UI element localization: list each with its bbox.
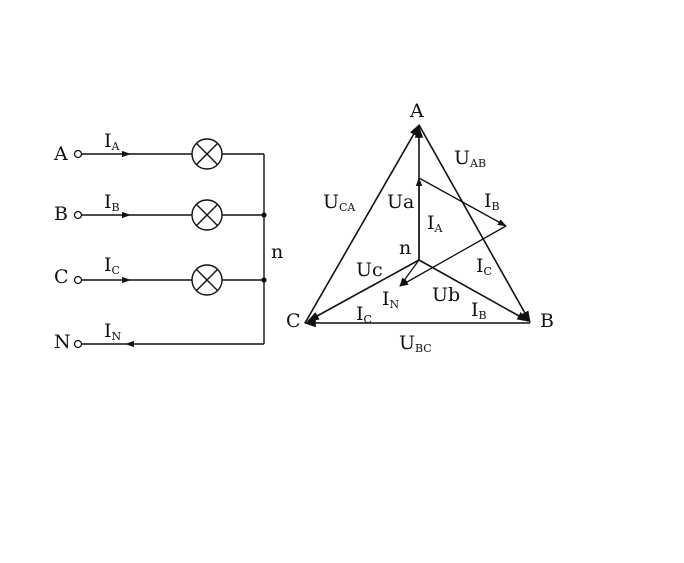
label-uc: Uc bbox=[356, 259, 383, 281]
terminal-label-c: C bbox=[54, 266, 69, 288]
label-ib-bottom: IB bbox=[471, 299, 487, 322]
lamp-c bbox=[191, 264, 223, 296]
label-ib-top: IB bbox=[484, 190, 500, 213]
terminal-label-a: A bbox=[53, 143, 68, 165]
terminal-n bbox=[73, 339, 83, 349]
terminal-label-n: N bbox=[54, 331, 71, 353]
terminal-label-b: B bbox=[54, 203, 68, 225]
circuit-schematic: A IA B IB C IC bbox=[53, 130, 283, 353]
label-uab: UAB bbox=[454, 147, 486, 170]
terminal-a bbox=[73, 149, 83, 159]
phasor-ic-top bbox=[399, 225, 507, 287]
phasor-ub bbox=[418, 259, 530, 322]
current-label-in: IN bbox=[104, 320, 122, 343]
vertex-label-b: B bbox=[540, 310, 554, 332]
lamp-b bbox=[191, 199, 223, 231]
vertex-label-n: n bbox=[399, 237, 411, 259]
current-label-ib: IB bbox=[104, 191, 120, 214]
vertex-label-c: C bbox=[286, 310, 301, 332]
label-in: IN bbox=[382, 288, 400, 311]
label-uca: UCA bbox=[323, 191, 356, 214]
label-ub: Ub bbox=[432, 284, 460, 306]
label-ubc: UBC bbox=[399, 332, 432, 355]
label-ic-bottom: IC bbox=[356, 303, 372, 326]
terminal-b bbox=[73, 210, 83, 220]
junction-b bbox=[261, 212, 267, 218]
label-ic-right: IC bbox=[476, 255, 492, 278]
terminal-c bbox=[73, 275, 83, 285]
phasor-ib-top bbox=[418, 177, 507, 227]
phasor-in bbox=[399, 259, 420, 287]
phasor-uca bbox=[304, 123, 420, 324]
current-label-ic: IC bbox=[104, 254, 120, 277]
label-ia: IA bbox=[427, 212, 444, 235]
label-ua: Ua bbox=[387, 191, 414, 213]
phasor-uc bbox=[306, 259, 420, 322]
phasor-diagram: A B C n UAB UCA UBC Ua Ub Uc IA IB IC IN… bbox=[286, 100, 554, 355]
current-label-ia: IA bbox=[104, 130, 121, 153]
vertex-label-a: A bbox=[409, 100, 424, 122]
phasor-uab bbox=[418, 124, 531, 324]
lamp-a bbox=[191, 138, 223, 170]
neutral-point-label: n bbox=[271, 241, 283, 263]
junction-c bbox=[261, 277, 267, 283]
